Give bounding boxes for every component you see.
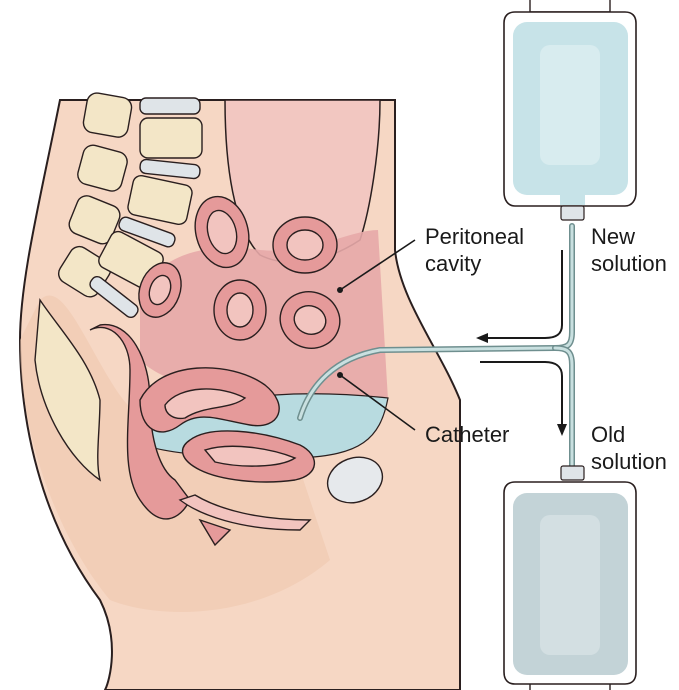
peritoneal-cavity-line-1: Peritoneal (425, 223, 524, 250)
old-solution-label: Old solution (591, 421, 667, 475)
catheter-label: Catheter (425, 421, 509, 448)
old-solution-bag (504, 466, 636, 690)
new-solution-line-1: New (591, 223, 667, 250)
peritoneal-cavity-line-2: cavity (425, 250, 524, 277)
new-solution-bag (504, 0, 636, 220)
new-solution-label: New solution (591, 223, 667, 277)
peritoneal-cavity-label: Peritoneal cavity (425, 223, 524, 277)
old-solution-line-1: Old (591, 421, 667, 448)
new-solution-line-2: solution (591, 250, 667, 277)
old-solution-line-2: solution (591, 448, 667, 475)
